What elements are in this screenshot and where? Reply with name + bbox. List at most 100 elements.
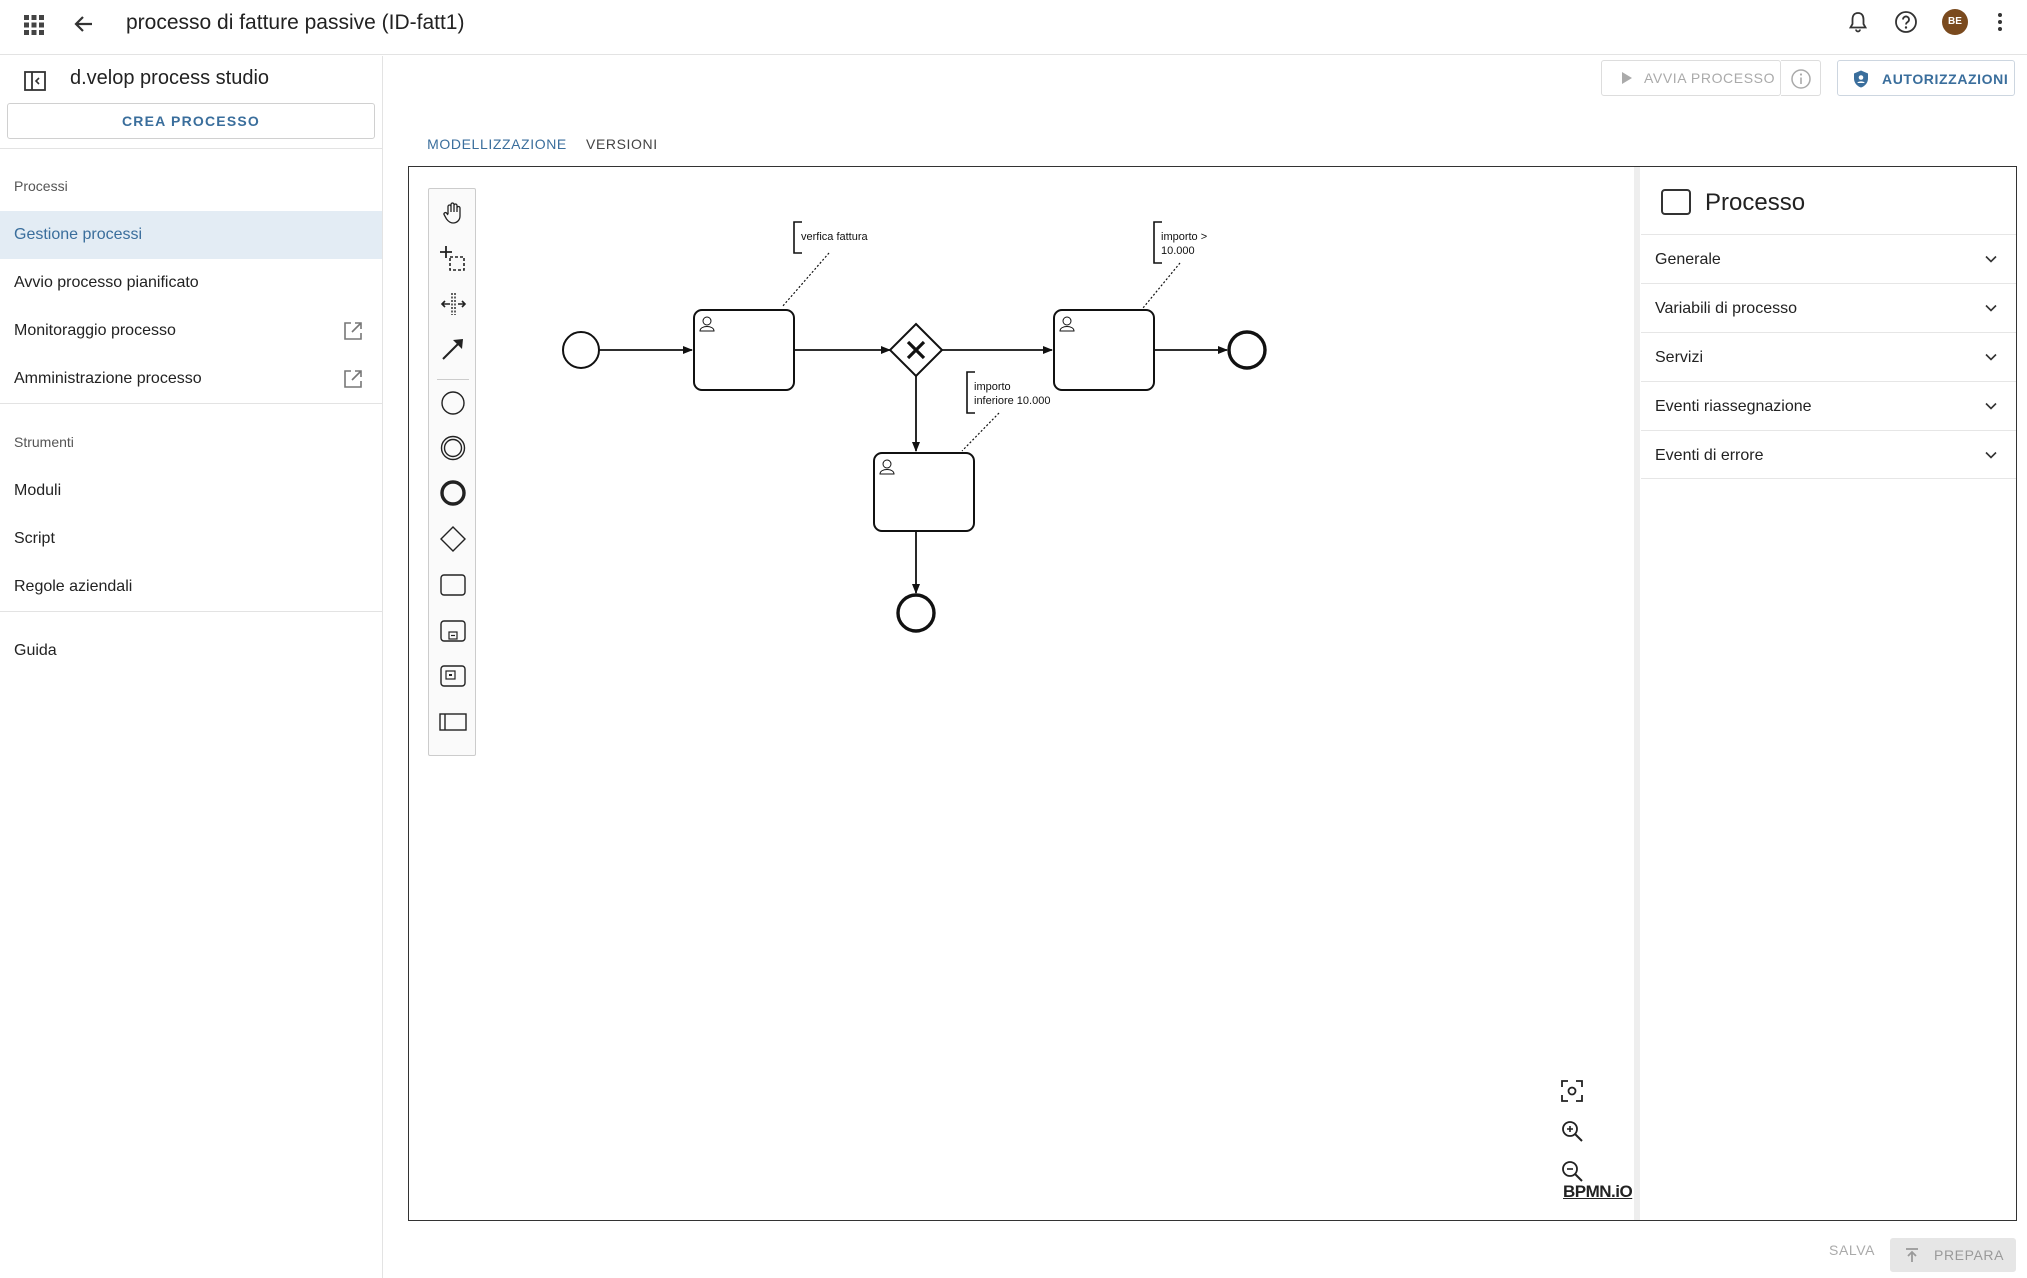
bpmn-io-logo[interactable]: BPMN.iO	[1563, 1182, 1633, 1201]
end-event-tool-icon[interactable]	[439, 479, 467, 507]
exclusive-gateway[interactable]	[888, 322, 944, 378]
space-tool-icon[interactable]	[439, 290, 467, 318]
sidebar-item-label: Monitoraggio processo	[14, 322, 176, 339]
divider	[0, 148, 383, 149]
lasso-tool-icon[interactable]	[439, 245, 467, 273]
sidebar-item-process-management[interactable]: Gestione processi	[0, 211, 382, 259]
section-label: Eventi riassegnazione	[1655, 398, 1812, 415]
annotation-text: 10.000	[1161, 245, 1195, 257]
section-reassignment-events[interactable]: Eventi riassegnazione	[1641, 381, 2016, 430]
intermediate-event-tool-icon[interactable]	[439, 434, 467, 462]
prepare-label: PREPARA	[1934, 1247, 2005, 1263]
properties-panel: Processo Generale Variabili di processo …	[1641, 167, 2016, 1220]
start-process-label: AVVIA PROCESSO	[1644, 70, 1776, 86]
pool-tool-icon[interactable]	[439, 708, 467, 736]
prepare-button[interactable]: PREPARA	[1890, 1238, 2016, 1272]
sidebar-item-label: Avvio processo pianificato	[14, 274, 199, 291]
permissions-button[interactable]: AUTORIZZAZIONI	[1837, 60, 2015, 96]
notifications-bell-icon[interactable]	[1845, 9, 1871, 35]
sidebar-item-label: Regole aziendali	[14, 578, 133, 595]
play-icon	[1622, 72, 1632, 84]
section-process-variables[interactable]: Variabili di processo	[1641, 283, 2016, 332]
process-diagram[interactable]: verfica fattura importo > 10.000 importo…	[409, 167, 1634, 1220]
apps-grid-icon[interactable]	[22, 13, 46, 37]
sidebar-item-guide[interactable]: Guida	[0, 627, 382, 675]
sidebar: d.velop process studio CREA PROCESSO Pro…	[0, 56, 383, 1278]
external-link-icon	[344, 370, 362, 388]
sidebar-item-business-rules[interactable]: Regole aziendali	[0, 563, 382, 611]
publish-icon	[1906, 1248, 1918, 1262]
zoom-in-icon[interactable]	[1559, 1118, 1585, 1144]
annotation-text: verfica fattura	[801, 231, 869, 243]
page-title: processo di fatture passive (ID-fatt1)	[126, 11, 465, 34]
zoom-out-icon[interactable]	[1559, 1158, 1585, 1184]
tool-palette	[428, 188, 476, 756]
section-label: Generale	[1655, 251, 1721, 268]
task-tool-icon[interactable]	[439, 571, 467, 599]
more-vertical-icon[interactable]	[1990, 9, 2010, 35]
user-avatar[interactable]: BE	[1942, 9, 1968, 35]
bpmn-canvas[interactable]: verfica fattura importo > 10.000 importo…	[408, 166, 2017, 1221]
sidebar-item-process-administration[interactable]: Amministrazione processo	[0, 355, 382, 403]
fit-to-screen-icon[interactable]	[1559, 1078, 1585, 1104]
section-services[interactable]: Servizi	[1641, 332, 2016, 381]
tab-versions[interactable]: VERSIONI	[586, 136, 658, 152]
sidebar-item-label: Script	[14, 530, 55, 547]
user-task[interactable]	[693, 309, 795, 391]
user-icon	[699, 316, 715, 332]
app-title: d.velop process studio	[70, 67, 270, 89]
collapse-sidebar-icon[interactable]	[22, 68, 48, 94]
panel-resize-handle[interactable]	[1634, 167, 1640, 1220]
sidebar-item-scheduled-start[interactable]: Avvio processo pianificato	[0, 259, 382, 307]
shield-user-icon	[1854, 70, 1868, 88]
start-process-button[interactable]: AVVIA PROCESSO	[1601, 60, 1781, 96]
permissions-label: AUTORIZZAZIONI	[1882, 71, 2009, 87]
save-button[interactable]: SALVA	[1829, 1242, 1876, 1258]
section-label: Eventi di errore	[1655, 447, 1764, 464]
end-event[interactable]	[1227, 330, 1267, 370]
chevron-down-icon	[1985, 304, 1997, 312]
back-arrow-icon[interactable]	[70, 10, 98, 38]
subprocess-tool-icon[interactable]	[439, 617, 467, 645]
chevron-down-icon	[1985, 353, 1997, 361]
chevron-down-icon	[1985, 451, 1997, 459]
annotation-text: importo >	[1161, 231, 1207, 243]
hand-tool-icon[interactable]	[439, 199, 467, 227]
gateway-tool-icon[interactable]	[439, 525, 467, 553]
section-general[interactable]: Generale	[1641, 234, 2016, 283]
tab-modeling[interactable]: MODELLIZZAZIONE	[424, 120, 570, 168]
section-tools-heading: Strumenti	[14, 434, 74, 450]
connect-tool-icon[interactable]	[439, 335, 467, 363]
user-icon	[879, 459, 895, 475]
annotation-text: inferiore 10.000	[974, 395, 1050, 407]
properties-title: Processo	[1705, 189, 1806, 216]
sidebar-item-process-monitoring[interactable]: Monitoraggio processo	[0, 307, 382, 355]
text-annotation[interactable]: importo > 10.000	[1142, 221, 1207, 309]
section-error-events[interactable]: Eventi di errore	[1641, 430, 2016, 479]
start-event-tool-icon[interactable]	[439, 389, 467, 417]
process-icon	[1661, 189, 1691, 215]
chevron-down-icon	[1985, 402, 1997, 410]
external-link-icon	[344, 322, 362, 340]
sidebar-item-label: Amministrazione processo	[14, 370, 202, 387]
text-annotation[interactable]: importo inferiore 10.000	[961, 371, 1050, 452]
info-button[interactable]	[1781, 60, 1821, 96]
help-icon[interactable]	[1893, 9, 1919, 35]
divider	[0, 611, 383, 612]
sidebar-item-label: Moduli	[14, 482, 62, 499]
palette-divider	[437, 379, 469, 380]
user-task[interactable]	[1053, 309, 1155, 391]
section-label: Servizi	[1655, 349, 1704, 366]
sidebar-item-label: Gestione processi	[14, 226, 143, 243]
start-event[interactable]	[562, 331, 600, 369]
end-event[interactable]	[896, 593, 936, 633]
create-process-button[interactable]: CREA PROCESSO	[7, 103, 375, 139]
text-annotation[interactable]: verfica fattura	[781, 221, 869, 308]
sidebar-item-label: Guida	[14, 642, 57, 659]
user-task[interactable]	[873, 452, 975, 532]
sidebar-item-scripts[interactable]: Script	[0, 515, 382, 563]
expanded-subprocess-tool-icon[interactable]	[439, 662, 467, 690]
user-icon	[1059, 316, 1075, 332]
chevron-down-icon	[1985, 255, 1997, 263]
sidebar-item-forms[interactable]: Moduli	[0, 467, 382, 515]
